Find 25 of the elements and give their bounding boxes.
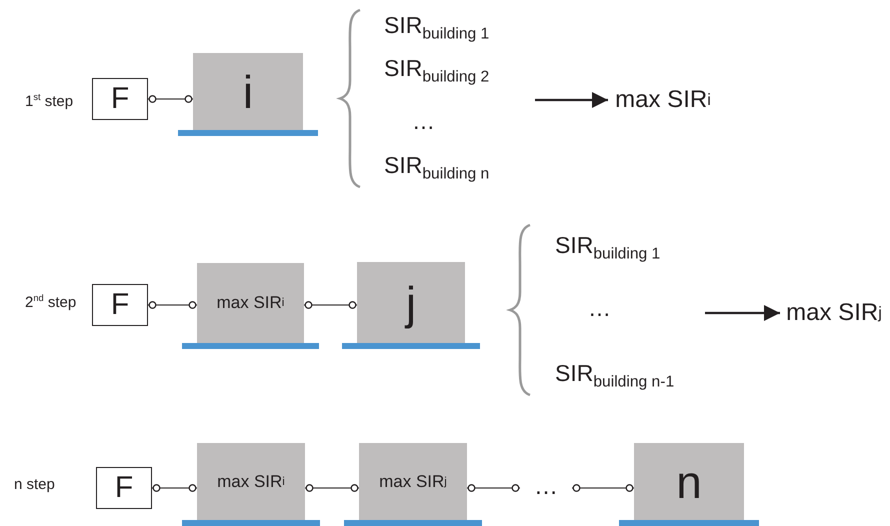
- building-box: j: [357, 262, 465, 343]
- connector-line: [152, 484, 198, 492]
- formula-text: SIR$_{building n}$: [384, 152, 490, 184]
- building-box: n: [634, 443, 744, 520]
- formula-text: …: [412, 108, 435, 135]
- formula-text: SIR$_{building 1}$: [384, 12, 490, 44]
- connector-line: [148, 301, 198, 309]
- connector-line: [304, 484, 360, 492]
- process-box: F: [92, 284, 148, 326]
- step-label: n step: [14, 476, 55, 493]
- arrow: [535, 92, 608, 108]
- connector-line: [466, 484, 520, 492]
- formula-text: …: [588, 295, 611, 322]
- step-label: 1$^{st}$ step: [25, 92, 74, 110]
- process-box: F: [92, 78, 148, 120]
- process-box: F: [96, 467, 152, 509]
- building-box: i: [193, 53, 303, 130]
- ellipsis-text: …: [520, 472, 572, 502]
- formula-text: SIR$_{building 2}$: [384, 55, 490, 87]
- connector-line: [572, 484, 634, 492]
- connector-line: [148, 95, 194, 103]
- formula-text: SIR$_{building n-1}$: [555, 360, 674, 392]
- arrow: [705, 305, 780, 321]
- connector-line: [304, 301, 358, 309]
- formula-text: SIR$_{building 1}$: [555, 232, 660, 264]
